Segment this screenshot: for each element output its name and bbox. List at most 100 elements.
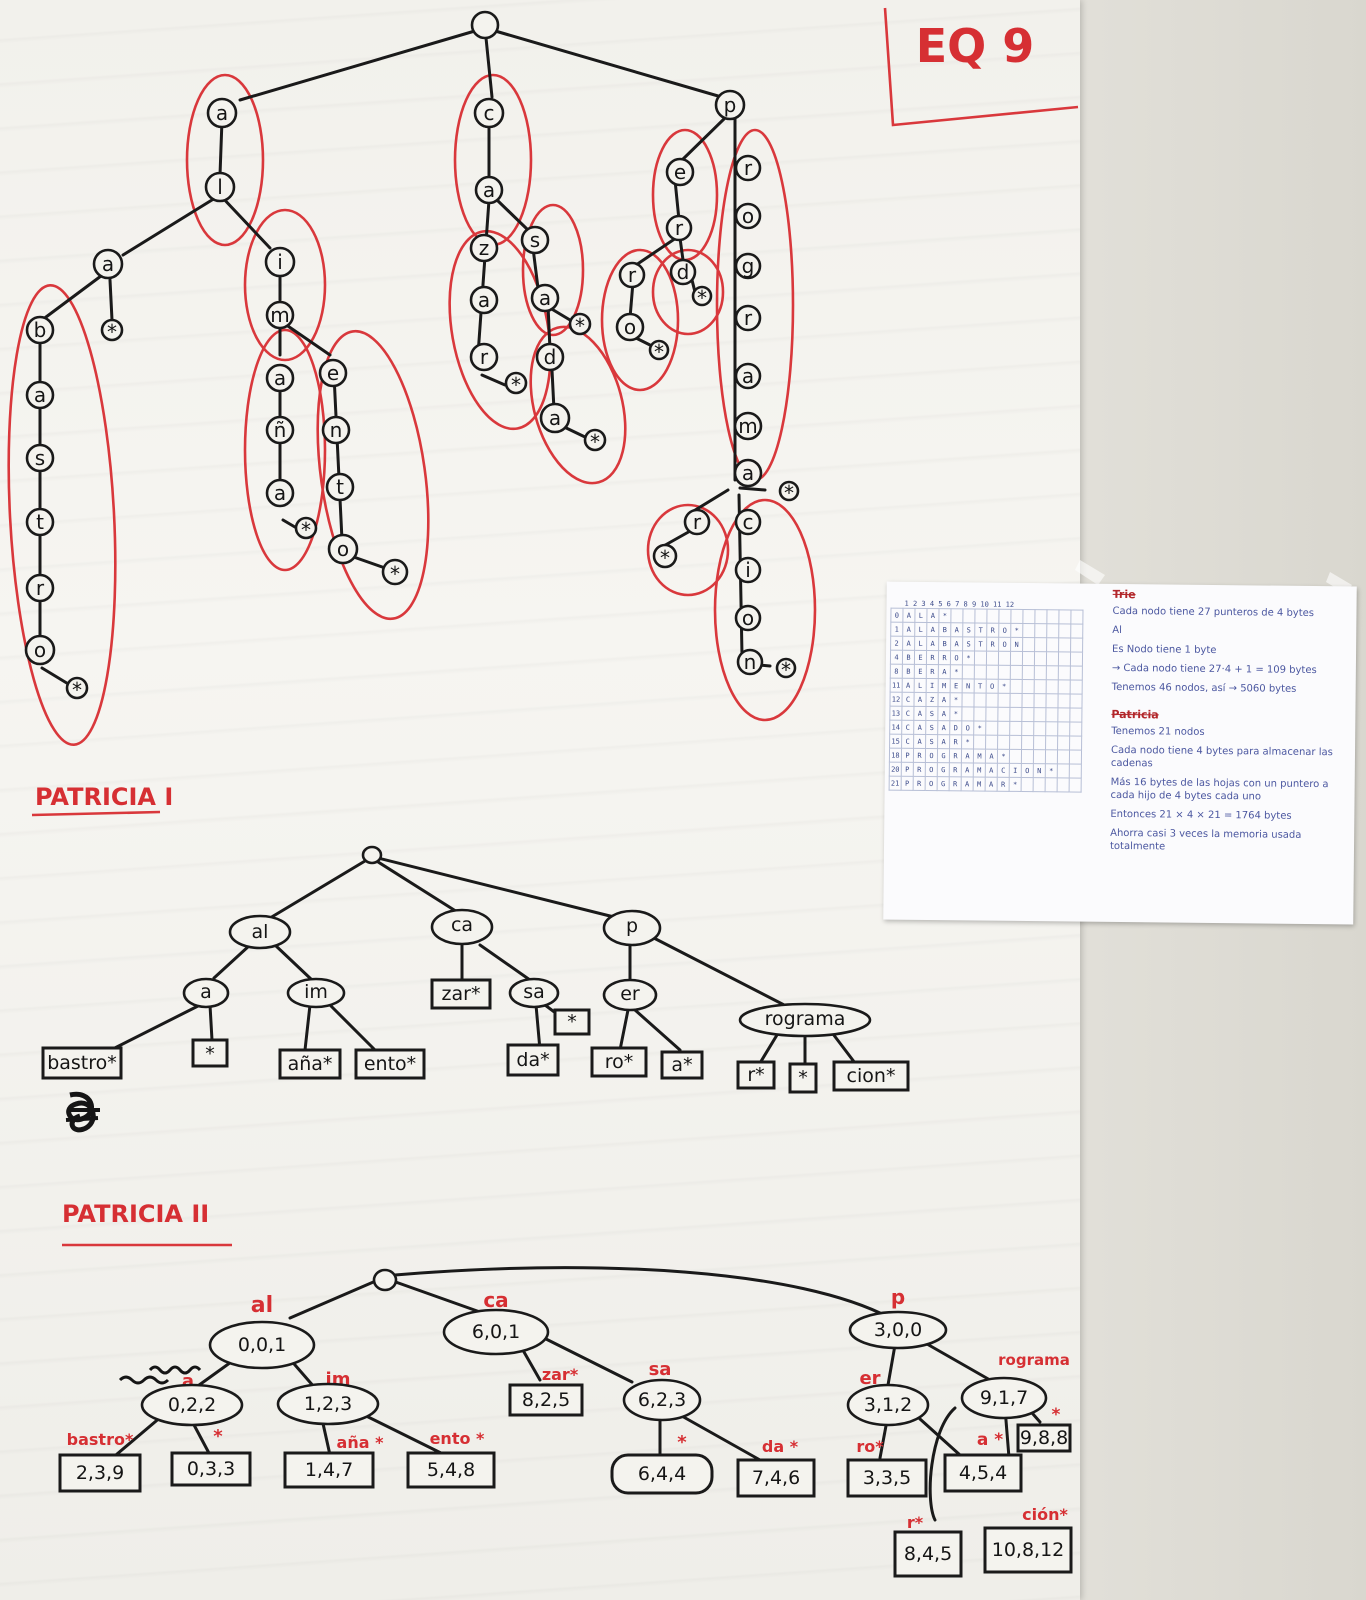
grid-cell [1070, 637, 1083, 653]
grid-row-index: 18 [889, 748, 902, 763]
patricia1-diagram: al ca p a im zar* sa er rograma bastro* … [41, 845, 910, 1133]
grid-row-index: 8 [890, 664, 903, 679]
grid-cell: R [913, 762, 926, 777]
trie-node: s [35, 446, 45, 470]
grid-cell: P [901, 762, 914, 777]
p2-leaf: 9,8,8 [1020, 1427, 1068, 1449]
grid-cell: O [998, 637, 1011, 652]
grid-cell: A [926, 622, 939, 637]
trie-group [529, 325, 627, 485]
grid-cell: O [998, 623, 1011, 638]
grid-cell [1057, 721, 1070, 736]
grid-cell: T [974, 678, 987, 694]
grid-cell [1058, 623, 1071, 638]
grid-cell: A [961, 776, 974, 791]
trie-node: a [216, 101, 228, 125]
grid-cell: L [914, 608, 928, 623]
p1-leaf: cion* [847, 1065, 896, 1087]
grid-cell [1046, 637, 1059, 652]
grid-cell: * [1009, 777, 1022, 792]
grid-cell: A [985, 777, 998, 792]
grid-cell: C [901, 734, 914, 749]
grid-cell [1009, 721, 1022, 736]
grid-cell: O [950, 650, 963, 665]
trie-node: r [675, 216, 684, 240]
trie-node: a [478, 288, 490, 312]
grid-cell: B [902, 664, 915, 679]
grid-cell: R [949, 776, 962, 791]
trie-node: l [217, 175, 223, 199]
grid-cell: E [914, 650, 927, 665]
p2-node: 6,0,1 [472, 1321, 520, 1343]
grid-cell [986, 609, 999, 624]
grid-cell [1058, 637, 1071, 652]
p2-leaf: 8,2,5 [522, 1389, 570, 1411]
grid-cell [1045, 777, 1058, 792]
trie-node: r [628, 263, 637, 287]
p1-node: rograma [765, 1008, 846, 1030]
note-line: → Cada nodo tiene 27·4 + 1 = 109 bytes [1111, 662, 1317, 677]
p2-label: zar* [542, 1365, 579, 1384]
grid-cell [1069, 777, 1082, 793]
grid-cell: C [997, 763, 1010, 778]
grid-cell: I [1009, 763, 1022, 778]
p1-node: sa [523, 981, 545, 1003]
p2-node: 0,0,1 [238, 1334, 286, 1356]
grid-row-index: 1 [890, 622, 903, 637]
p1-leaf: a* [671, 1054, 692, 1076]
grid-cell [1021, 777, 1034, 792]
trie-terminal: * [511, 373, 521, 397]
p2-label: rograma [998, 1351, 1070, 1369]
grid-cell [1045, 693, 1059, 708]
p2-label: al [251, 1293, 273, 1318]
trie-node: n [744, 650, 757, 674]
grid-cell [986, 665, 999, 680]
grid-cell: R [949, 734, 962, 749]
p1-leaf: * [798, 1067, 808, 1089]
grid-cell: N [1033, 763, 1046, 778]
grid-cell: S [925, 734, 938, 749]
p2-node: 3,0,0 [874, 1319, 922, 1341]
trie-node: i [745, 558, 751, 582]
grid-cell [1022, 637, 1035, 652]
trie-node: o [742, 204, 754, 228]
p2-leaf: 6,4,4 [638, 1463, 686, 1485]
grid-cell: A [913, 706, 926, 721]
grid-cell [985, 693, 999, 708]
grid-cell: A [902, 622, 915, 637]
grid-cell [1033, 693, 1047, 708]
note-line: Ahorra casi 3 veces la memoria usada tot… [1109, 827, 1302, 853]
grid-cell [1033, 749, 1046, 764]
grid-cell: R [986, 637, 999, 652]
trie-node: r [480, 345, 489, 369]
p2-label: bastro* [67, 1430, 134, 1449]
grid-cell: N [962, 678, 975, 693]
p2-label: ento * [430, 1429, 485, 1448]
trie-node: e [327, 361, 339, 385]
p2-label: * [677, 1432, 687, 1453]
trie-node: a [102, 252, 114, 276]
grid-cell: A [937, 720, 950, 735]
grid-row-index: 0 [890, 608, 904, 623]
grid-cell [1070, 665, 1083, 681]
trie-node: r [693, 510, 702, 534]
trie-group [448, 229, 552, 431]
grid-cell [1069, 707, 1082, 723]
trie-node: s [530, 228, 540, 252]
trie-node: a [742, 461, 754, 485]
grid-cell: * [997, 749, 1010, 764]
grid-cell: O [925, 776, 938, 791]
p2-label: a * [977, 1430, 1003, 1450]
trie-diagram: a l a b a s t r o * * i m a ñ a * e n t … [7, 10, 817, 747]
grid-row-index: 11 [890, 678, 903, 693]
grid-cell: Z [925, 692, 939, 707]
team-label-box: EQ 9 [883, 7, 1079, 127]
team-label: EQ 9 [916, 19, 1035, 73]
grid-cell: A [926, 608, 940, 623]
grid-row-index: 14 [889, 720, 902, 735]
p2-label: da * [762, 1437, 799, 1456]
grid-cell: O [925, 762, 938, 777]
p1-leaf: * [567, 1011, 577, 1033]
note-line: Es Nodo tiene 1 byte [1112, 643, 1217, 657]
